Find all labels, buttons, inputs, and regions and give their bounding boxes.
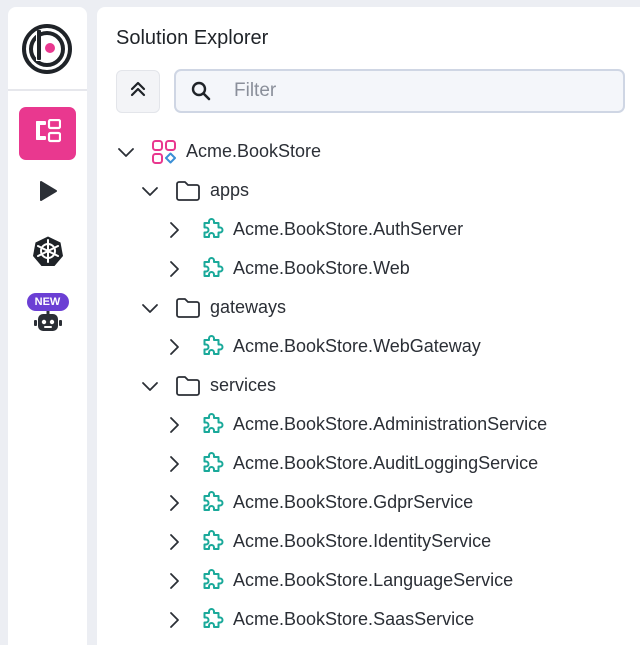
tree-item[interactable]: Acme.BookStore.AdministrationService xyxy=(164,405,547,444)
panel-title: Solution Explorer xyxy=(116,27,269,49)
tree-item-label: Acme.BookStore.AuditLoggingService xyxy=(233,453,539,473)
module-puzzle-icon xyxy=(200,607,224,632)
nav-solution-explorer[interactable] xyxy=(19,107,76,160)
module-puzzle-icon xyxy=(200,217,224,242)
module-puzzle-icon xyxy=(200,334,224,359)
tree-item[interactable]: Acme.BookStore.IdentityService xyxy=(164,522,491,561)
new-badge: NEW xyxy=(26,292,69,311)
play-icon xyxy=(38,180,58,207)
folder-label: services xyxy=(210,375,277,395)
abp-logo-icon[interactable] xyxy=(22,24,72,79)
folder-label: apps xyxy=(210,180,250,200)
sidebar: NEW xyxy=(8,7,87,645)
nav-run[interactable] xyxy=(19,167,76,220)
chevron-right-icon[interactable] xyxy=(164,610,184,630)
solution-icon xyxy=(152,139,176,164)
module-puzzle-icon xyxy=(200,490,224,515)
tree-item-label: Acme.BookStore.SaasService xyxy=(233,609,475,629)
chevron-right-icon[interactable] xyxy=(164,532,184,552)
tree-root[interactable]: Acme.BookStore xyxy=(116,132,321,171)
chevron-right-icon[interactable] xyxy=(164,415,184,435)
tree-item[interactable]: Acme.BookStore.LanguageService xyxy=(164,561,513,600)
collapse-all-button[interactable] xyxy=(116,70,160,113)
module-puzzle-icon xyxy=(200,256,224,281)
tree-item[interactable]: Acme.BookStore.Web xyxy=(164,249,410,288)
chevron-down-icon[interactable] xyxy=(140,298,160,318)
nav-ai-assistant[interactable]: NEW xyxy=(19,287,76,340)
chevron-right-icon[interactable] xyxy=(164,337,184,357)
folder-icon xyxy=(175,180,201,202)
kubernetes-icon xyxy=(32,235,64,272)
nav-kubernetes[interactable] xyxy=(19,227,76,280)
tree-item[interactable]: Acme.BookStore.WebGateway xyxy=(164,327,481,366)
chevron-down-icon[interactable] xyxy=(140,376,160,396)
tree-folder-services[interactable]: services xyxy=(140,366,276,405)
chevron-down-icon[interactable] xyxy=(116,142,136,162)
tree-item-label: Acme.BookStore.GdprService xyxy=(233,492,474,512)
filter-box xyxy=(174,69,625,113)
module-puzzle-icon xyxy=(200,529,224,554)
module-puzzle-icon xyxy=(200,451,224,476)
tree-item[interactable]: Acme.BookStore.AuditLoggingService xyxy=(164,444,538,483)
tree-item-label: Acme.BookStore.WebGateway xyxy=(233,336,481,356)
search-icon xyxy=(190,80,212,102)
chevron-right-icon[interactable] xyxy=(164,454,184,474)
tree-item-label: Acme.BookStore.AdministrationService xyxy=(233,414,548,434)
tree-item[interactable]: Acme.BookStore.SaasService xyxy=(164,600,474,639)
ai-assistant-robot-icon xyxy=(33,310,62,338)
folder-label: gateways xyxy=(210,297,287,317)
chevron-down-icon[interactable] xyxy=(140,181,160,201)
tree-folder-apps[interactable]: apps xyxy=(140,171,249,210)
solution-tree-icon xyxy=(35,118,61,148)
chevron-right-icon[interactable] xyxy=(164,220,184,240)
tree-item[interactable]: Acme.BookStore.GdprService xyxy=(164,483,473,522)
chevron-right-icon[interactable] xyxy=(164,493,184,513)
tree-item-label: Acme.BookStore.Web xyxy=(233,258,410,278)
folder-icon xyxy=(175,297,201,319)
folder-icon xyxy=(175,375,201,397)
tree-item-label: Acme.BookStore.LanguageService xyxy=(233,570,514,590)
tree-item-label: Acme.BookStore.IdentityService xyxy=(233,531,492,551)
tree-root-label: Acme.BookStore xyxy=(186,141,322,161)
logo-area xyxy=(8,7,87,91)
filter-input[interactable] xyxy=(234,80,614,102)
tree-folder-gateways[interactable]: gateways xyxy=(140,288,286,327)
solution-explorer-panel: Solution Explorer Acme.BookStore xyxy=(97,7,640,645)
chevron-right-icon[interactable] xyxy=(164,571,184,591)
module-puzzle-icon xyxy=(200,412,224,437)
module-puzzle-icon xyxy=(200,568,224,593)
chevron-right-icon[interactable] xyxy=(164,259,184,279)
chevrons-up-icon xyxy=(129,80,147,103)
tree-item[interactable]: Acme.BookStore.AuthServer xyxy=(164,210,463,249)
tree-item-label: Acme.BookStore.AuthServer xyxy=(233,219,464,239)
